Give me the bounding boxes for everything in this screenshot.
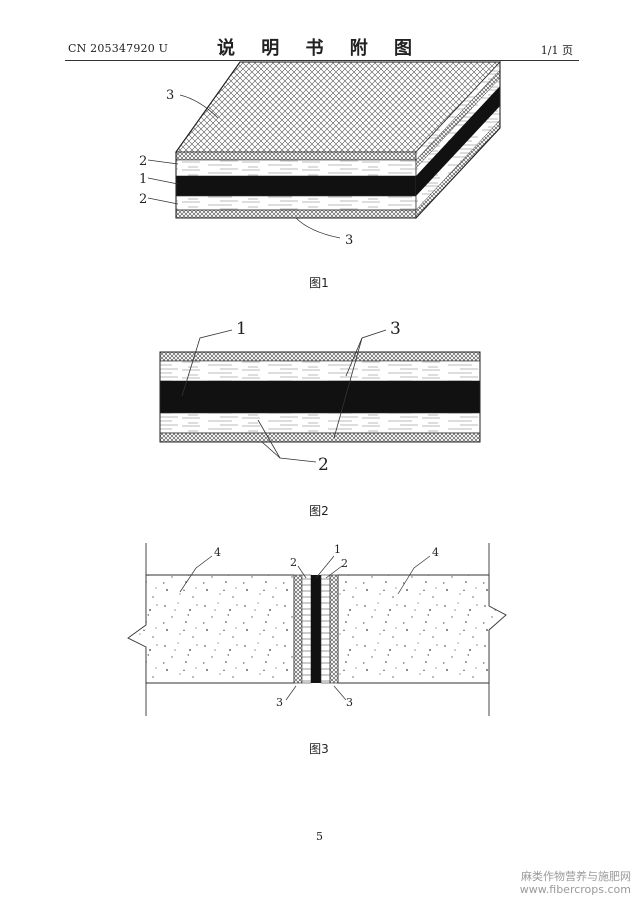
fig3-label-2-right: 2 — [341, 557, 348, 570]
fig1-upper-fiber-layer — [175, 159, 417, 177]
fig1-label-3-bottom: 3 — [345, 233, 353, 248]
fig1-core-layer — [176, 176, 416, 196]
figure-3-drawing: 4 4 2 1 2 3 3 — [127, 543, 507, 716]
fig3-label-2-left: 2 — [290, 556, 297, 569]
fig1-label-1: 1 — [139, 172, 147, 187]
page-info: 1/1 页 — [540, 44, 573, 57]
fig1-bottom-coating — [175, 209, 417, 219]
figure-3-caption: 图3 — [309, 742, 329, 756]
fig3-label-4-right: 4 — [432, 546, 439, 559]
header-divider — [65, 60, 579, 61]
figure-1-caption: 图1 — [309, 276, 329, 290]
watermark-url: www.fibercrops.com — [519, 883, 631, 896]
fig3-label-3-left: 3 — [276, 696, 283, 709]
fig2-label-1: 1 — [236, 319, 247, 339]
fig1-lower-fiber-layer — [175, 195, 417, 211]
patent-number: CN 205347920 U — [68, 42, 169, 55]
page-header: CN 205347920 U 说 明 书 附 图 1/1 页 — [0, 30, 639, 60]
fig3-label-1: 1 — [334, 543, 341, 556]
fig3-label-3-right: 3 — [346, 696, 353, 709]
fig3-label-4-left: 4 — [214, 546, 221, 559]
page-title: 说 明 书 附 图 — [216, 38, 423, 59]
fig2-label-2: 2 — [318, 455, 329, 475]
figure-2-caption: 图2 — [309, 504, 329, 518]
watermark-site-name: 麻类作物营养与施肥网 — [521, 870, 631, 883]
fig2-label-3: 3 — [390, 319, 401, 339]
figure-1-drawing: 3 2 1 2 3 — [139, 60, 502, 248]
page-number: 5 — [316, 830, 323, 843]
fig1-label-2-lower: 2 — [139, 192, 147, 207]
fig1-top-coating — [175, 151, 417, 161]
fig1-label-2-upper: 2 — [139, 154, 147, 169]
fig3-right-concrete — [337, 574, 507, 684]
fig3-left-concrete — [127, 574, 295, 684]
fig1-label-3-top: 3 — [166, 88, 174, 103]
figure-2-drawing: 1 3 2 — [159, 319, 481, 475]
watermark: 麻类作物营养与施肥网 www.fibercrops.com — [520, 870, 631, 896]
